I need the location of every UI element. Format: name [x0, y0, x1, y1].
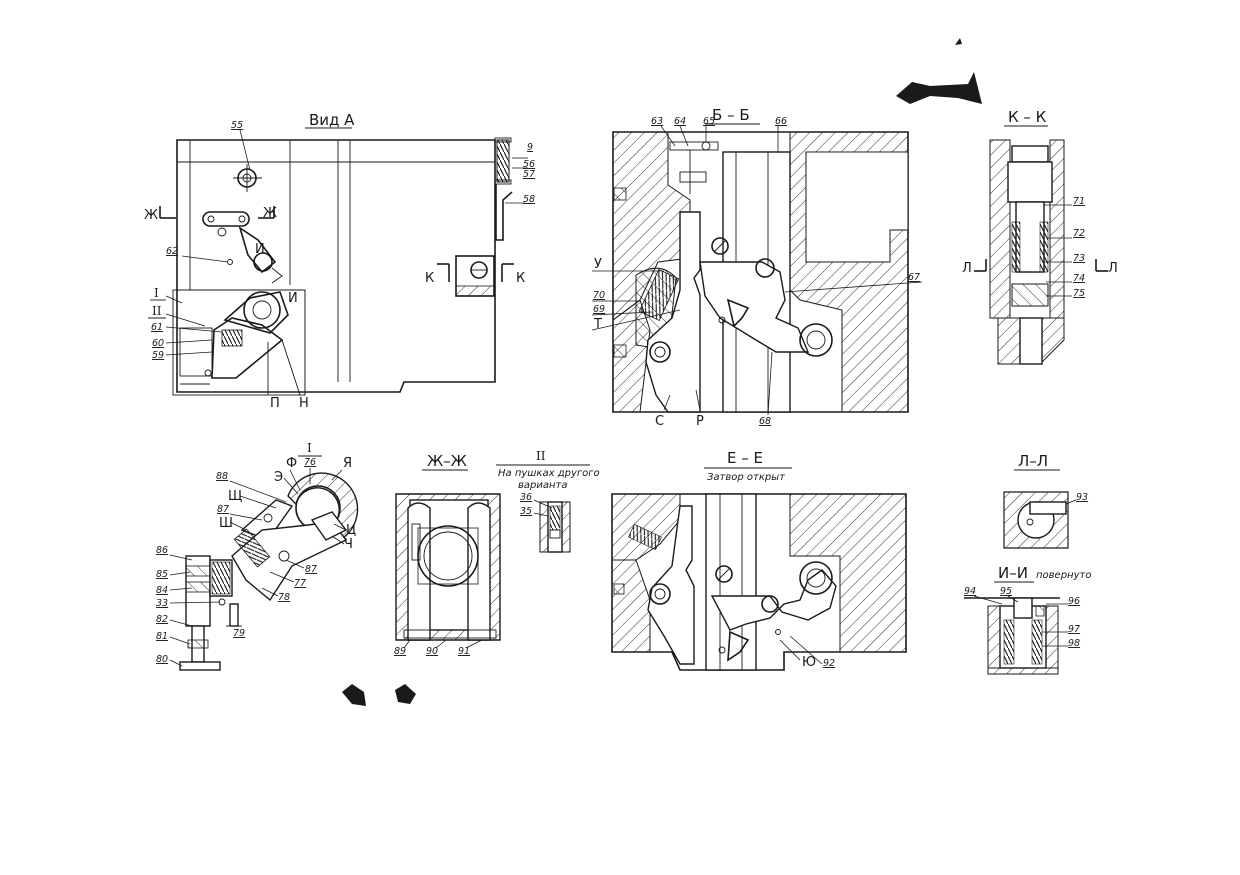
- section-e-e-note: Затвор открыт: [707, 472, 786, 483]
- callout-63: 63: [651, 116, 663, 127]
- section-mark-zh-right: Ж: [263, 206, 277, 221]
- callout-59: 59: [152, 350, 164, 361]
- section-i-i-note: повернуто: [1036, 570, 1091, 581]
- detail-2-title: II: [536, 449, 546, 463]
- callout-71: 71: [1073, 196, 1085, 207]
- detail-1-title: I: [307, 441, 312, 455]
- section-i-i-title: И–И: [998, 564, 1028, 582]
- section-l-l: Л–Л 93: [1003, 452, 1088, 549]
- section-b-b-title: Б – Б: [712, 106, 750, 124]
- callout-77: 77: [294, 578, 306, 589]
- callout-87a: 87: [217, 504, 229, 515]
- section-zh-zh: Ж–Ж 89 90 91: [394, 452, 501, 657]
- callout-78: 78: [278, 592, 290, 603]
- detail-2: II На пушках другого варианта 36 35: [496, 449, 600, 553]
- section-mark-k-left: К: [425, 271, 434, 286]
- letter-t: Т: [593, 317, 602, 332]
- view-a-title: Вид А: [309, 111, 355, 129]
- callout-74: 74: [1073, 273, 1085, 284]
- callout-58: 58: [523, 194, 535, 205]
- callout-95: 95: [1000, 586, 1012, 597]
- callout-61: 61: [151, 322, 163, 333]
- callout-98: 98: [1068, 638, 1080, 649]
- callout-85: 85: [156, 569, 168, 580]
- callout-76: 76: [304, 457, 316, 468]
- detail-1: I Ф 76 Я Э 88 Щ 87: [156, 441, 359, 671]
- letter-r: Р: [696, 414, 704, 429]
- section-b-b: Б – Б 63 64: [591, 106, 923, 429]
- section-mark-zh-left: Ж: [144, 208, 158, 223]
- detail-mark-1: I: [154, 286, 159, 300]
- detail-2-note-line2: варианта: [518, 480, 568, 491]
- letter-sh: Ш: [219, 516, 233, 531]
- callout-67: 67: [908, 272, 920, 283]
- section-zh-zh-title: Ж–Ж: [427, 452, 467, 470]
- callout-86: 86: [156, 545, 168, 556]
- callout-94: 94: [964, 586, 976, 597]
- letter-ya: Я: [343, 456, 352, 471]
- callout-75: 75: [1073, 288, 1085, 299]
- section-k-k-title: К – К: [1008, 108, 1047, 126]
- letter-s: С: [655, 414, 664, 429]
- letter-shch: Щ: [228, 489, 242, 504]
- letter-f: Ф: [286, 456, 297, 471]
- callout-81: 81: [156, 631, 168, 642]
- callout-9: 9: [527, 142, 533, 153]
- callout-68: 68: [759, 416, 771, 427]
- callout-91: 91: [458, 646, 470, 657]
- callout-90: 90: [426, 646, 438, 657]
- callout-60: 60: [152, 338, 164, 349]
- callout-93: 93: [1076, 492, 1088, 503]
- section-mark-i-upper: И: [255, 242, 265, 257]
- letter-ts: Ц: [346, 523, 356, 538]
- callout-87b: 87: [305, 564, 317, 575]
- section-k-k: К – К 71 72 73 74 75 Л Л: [962, 108, 1118, 365]
- callout-80: 80: [156, 654, 168, 665]
- callout-97: 97: [1068, 624, 1080, 635]
- callout-33: 33: [156, 598, 168, 609]
- callout-73: 73: [1073, 253, 1085, 264]
- callout-35: 35: [520, 506, 532, 517]
- letter-yu: Ю: [802, 655, 816, 670]
- callout-89: 89: [394, 646, 406, 657]
- letter-ch: Ч: [344, 537, 353, 552]
- callout-66: 66: [775, 116, 787, 127]
- scan-artifacts: [342, 38, 982, 706]
- letter-p: П: [270, 396, 280, 411]
- callout-56: 56: [523, 159, 535, 170]
- letter-u: У: [594, 257, 602, 272]
- callout-65: 65: [703, 116, 715, 127]
- detail-2-note-line1: На пушках другого: [498, 468, 600, 479]
- callout-64: 64: [674, 116, 686, 127]
- section-mark-i-lower: И: [288, 291, 298, 306]
- callout-82: 82: [156, 614, 168, 625]
- callout-57: 57: [523, 169, 535, 180]
- callout-92: 92: [823, 658, 835, 669]
- letter-n: Н: [299, 396, 309, 411]
- detail-mark-2: II: [152, 304, 162, 318]
- section-e-e: Е – Е Затвор открыт Ю 92: [611, 449, 907, 671]
- callout-55: 55: [231, 120, 243, 131]
- callout-72: 72: [1073, 228, 1085, 239]
- callout-69: 69: [593, 304, 605, 315]
- callout-79: 79: [233, 628, 245, 639]
- callout-36: 36: [520, 492, 532, 503]
- section-l-l-title: Л–Л: [1018, 452, 1048, 470]
- letter-e-rev: Э: [274, 470, 283, 485]
- callout-96: 96: [1068, 596, 1080, 607]
- callout-62: 62: [166, 246, 178, 257]
- section-mark-l-left: Л: [962, 261, 972, 276]
- callout-88: 88: [216, 471, 228, 482]
- callout-70: 70: [593, 290, 605, 301]
- callout-84: 84: [156, 585, 168, 596]
- section-mark-k-right: К: [516, 271, 525, 286]
- section-e-e-title: Е – Е: [727, 449, 763, 467]
- view-a: Вид А 55 62 Ж Ж: [144, 111, 535, 411]
- section-i-i: И–И повернуто 94 95 96 97 98: [964, 564, 1091, 675]
- section-mark-l-right: Л: [1108, 261, 1118, 276]
